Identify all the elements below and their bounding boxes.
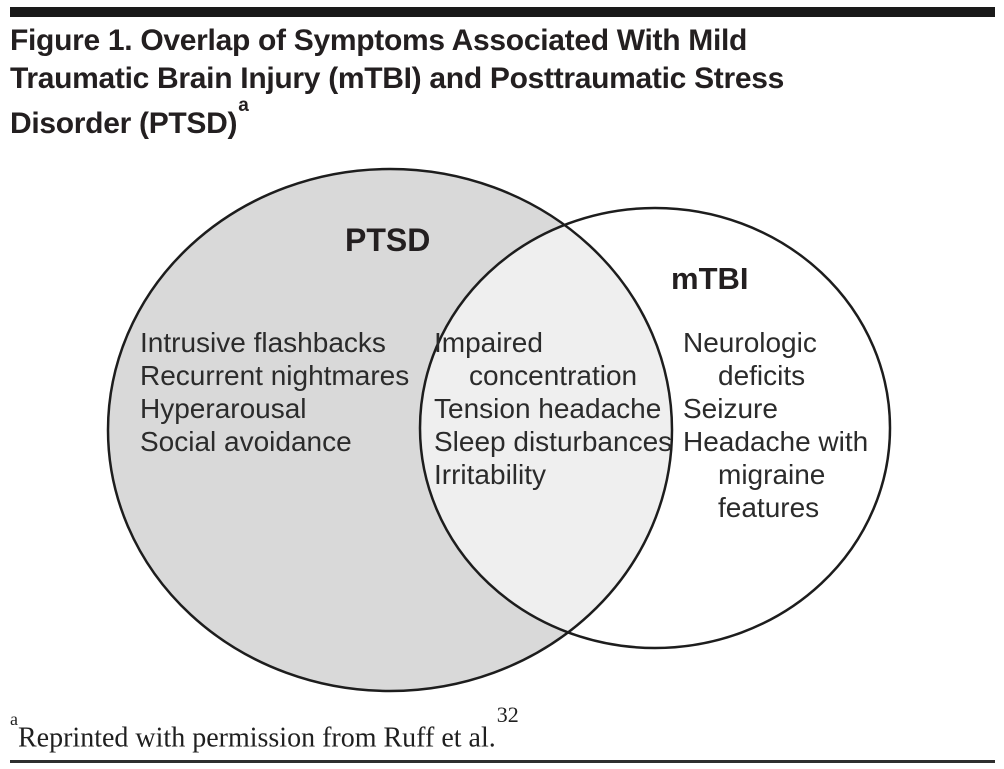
footnote-marker: a [10,709,18,729]
title-line-3: Disorder (PTSD)a [10,95,784,143]
symptom-line: Intrusive flashbacks [140,327,386,358]
footnote-text: Reprinted with permission from Ruff et a… [18,722,496,754]
ptsd-symptom-list: Intrusive flashbacks Recurrent nightmare… [140,326,409,458]
symptom-line: Social avoidance [140,426,352,457]
mtbi-circle-label: mTBI [671,261,749,296]
title-line-2: Traumatic Brain Injury (mTBI) and Posttr… [10,62,784,95]
symptom-line: Impaired [434,327,543,358]
symptom-line: Neurologic [683,327,817,358]
symptom-line: Sleep disturbances [434,426,673,457]
mtbi-symptom-list: Neurologic deficits Seizure Headache wit… [683,326,868,524]
figure-title: Figure 1. Overlap of Symptoms Associated… [10,22,784,143]
overlap-symptom-list: Impaired concentration Tension headache … [434,326,672,491]
ptsd-circle-outline [106,167,674,693]
symptom-line: Seizure [683,393,778,424]
symptom-line-continuation: concentration [469,360,638,391]
symptom-line: Tension headache [434,393,662,424]
mtbi-circle-outline [418,206,892,650]
symptom-line-continuation: deficits [718,360,806,391]
top-rule [10,7,995,17]
title-footnote-marker: a [238,95,249,116]
overlap-region [420,208,672,648]
symptom-line-continuation: features [718,492,820,523]
bottom-rule [10,760,995,763]
title-line-3-text: Disorder (PTSD) [10,107,238,140]
symptom-line: Recurrent nightmares [140,360,410,391]
footnote-citation-number: 32 [496,702,519,727]
symptom-line: Headache with [683,426,869,457]
symptom-line-continuation: migraine [718,459,826,490]
figure-footnote: aReprinted with permission from Ruff et … [10,702,519,754]
symptom-line: Irritability [434,459,547,490]
title-line-1: Figure 1. Overlap of Symptoms Associated… [10,24,748,57]
symptom-line: Hyperarousal [140,393,307,424]
ptsd-circle-label: PTSD [345,222,431,258]
